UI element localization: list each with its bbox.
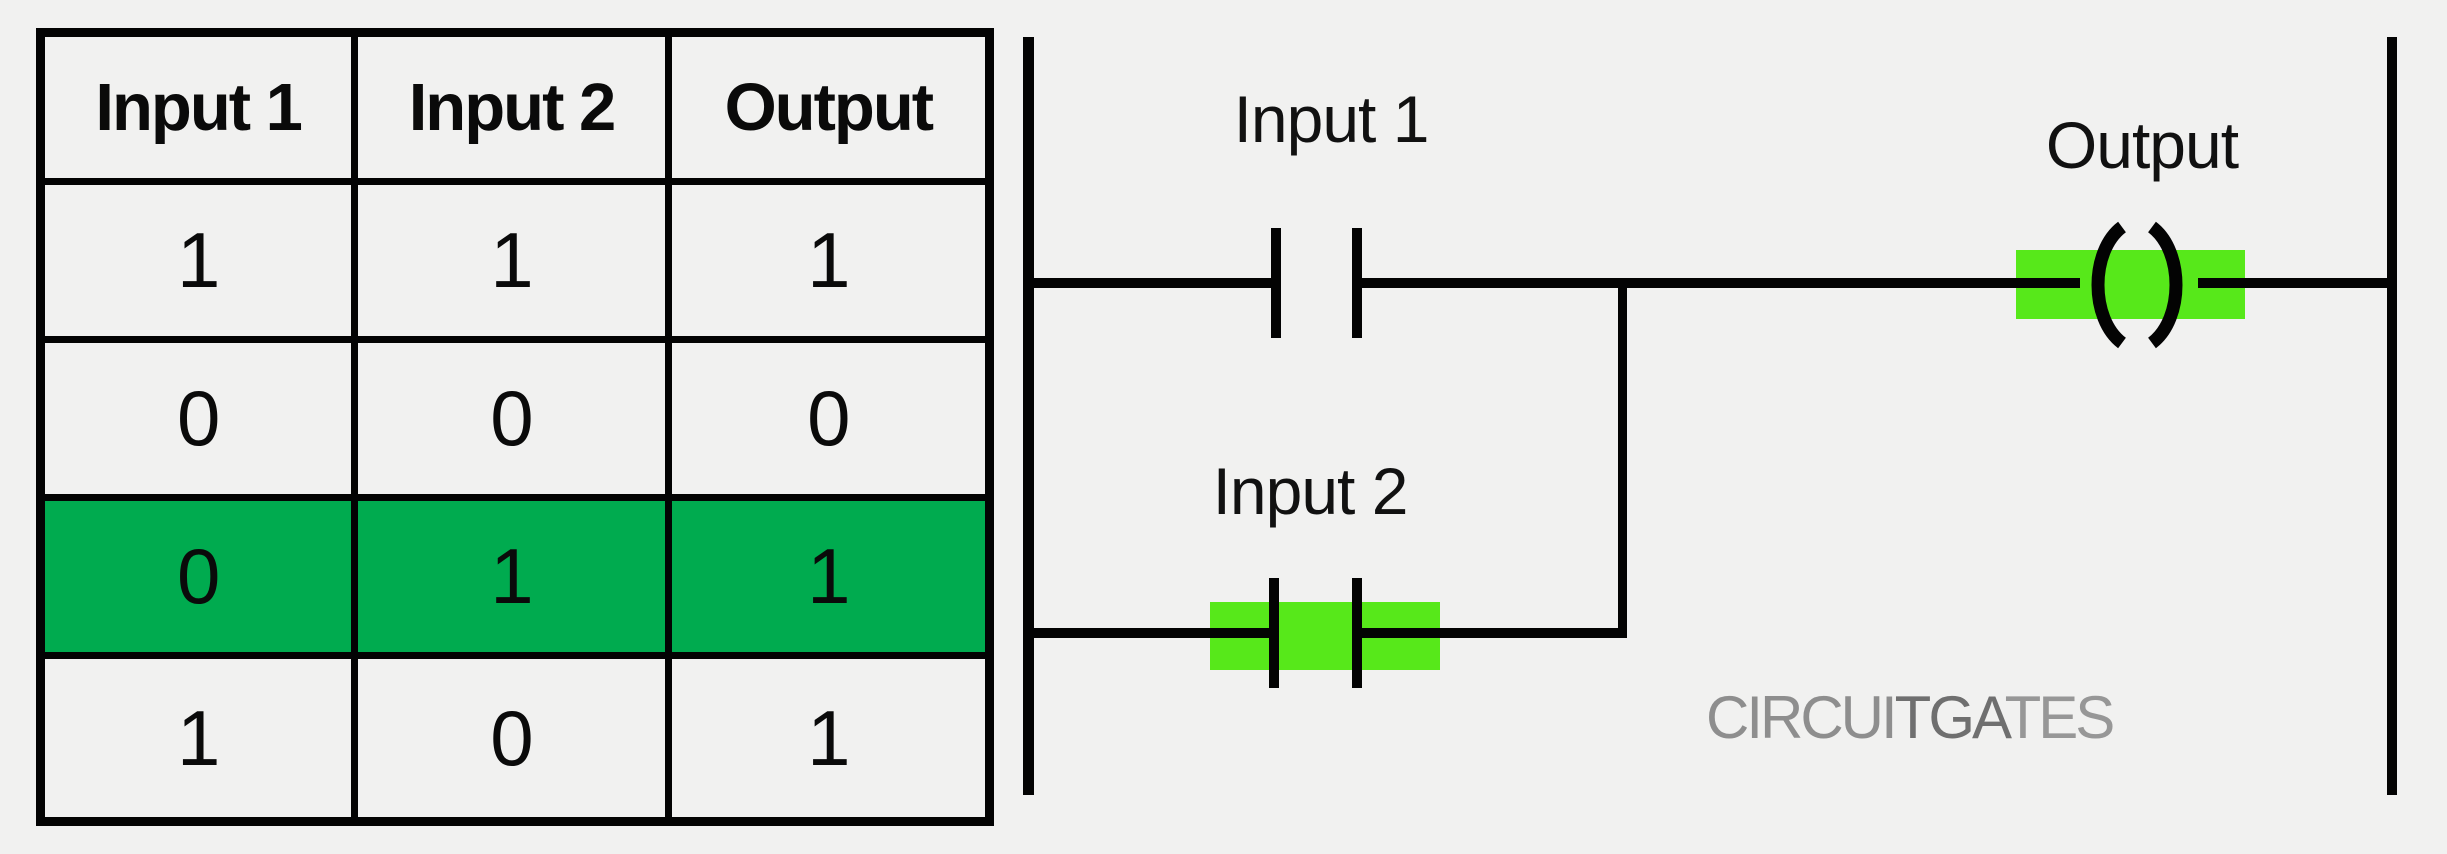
truth-table-cell: 1: [807, 216, 850, 304]
truth-table-row-highlighted: 0 1 1: [45, 501, 985, 659]
truth-table-row: 0 0 0: [45, 343, 985, 501]
truth-table-cell: 0: [45, 343, 359, 494]
watermark-text-part: TES: [2004, 684, 2116, 751]
rung2-wire-segment: [1034, 628, 1269, 638]
rung1-wire-segment: [1362, 278, 2080, 288]
input2-contact-bar[interactable]: [1269, 578, 1279, 688]
input1-contact-label: Input 1: [1233, 82, 1430, 156]
truth-table-cell: 0: [358, 343, 672, 494]
input1-contact-bar[interactable]: [1271, 228, 1281, 338]
truth-table-row: 1 0 1: [45, 659, 985, 817]
truth-table-cell: 1: [45, 659, 359, 817]
truth-table-cell: 0: [358, 659, 672, 817]
watermark-text-part: CIRCUI: [1706, 684, 1898, 751]
truth-table-cell: 0: [45, 501, 359, 652]
truth-table-header-output: Output: [724, 70, 935, 145]
truth-table-cell: 1: [807, 532, 850, 620]
rung1-wire-segment: [1034, 278, 1271, 288]
truth-table-cell: 1: [807, 693, 850, 782]
truth-table-row: 1 1 1: [45, 185, 985, 343]
watermark-text-part: TGA: [1894, 684, 2008, 751]
output-coil-label: Output: [2045, 108, 2239, 182]
input2-contact-bar[interactable]: [1352, 578, 1362, 688]
right-power-rail: [2387, 37, 2397, 795]
truth-table-cell: 0: [807, 374, 850, 462]
truth-table-cell: 1: [358, 185, 672, 336]
input1-contact-bar[interactable]: [1352, 228, 1362, 338]
truth-table-header-row: Input 1 Input 2 Output: [45, 37, 985, 185]
rung2-wire-segment: [1362, 628, 1627, 638]
truth-table-header-input1: Input 1: [45, 37, 359, 178]
branch-wire: [1618, 283, 1627, 638]
truth-table-header-input2: Input 2: [358, 37, 672, 178]
input2-contact-label: Input 2: [1212, 454, 1409, 528]
output-coil-icon: [2091, 221, 2183, 349]
truth-table: Input 1 Input 2 Output 1 1 1 0 0 0 0 1 1…: [36, 28, 994, 826]
truth-table-cell: 1: [45, 185, 359, 336]
truth-table-cell: 1: [358, 501, 672, 652]
rung1-wire-segment: [2198, 278, 2387, 288]
left-power-rail: [1023, 37, 1034, 795]
circuitgates-watermark: CIRCUITGATES: [1706, 688, 2115, 748]
